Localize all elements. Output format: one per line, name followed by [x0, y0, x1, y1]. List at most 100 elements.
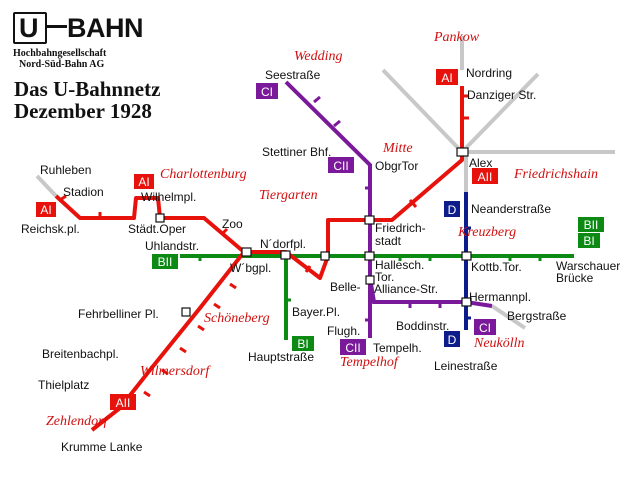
district-pankow: Pankow [433, 30, 480, 45]
planned-line-northwest [381, 68, 464, 154]
district-mitte: Mitte [382, 141, 413, 156]
svg-text:CII: CII [333, 159, 348, 173]
logo-u-box: U [13, 12, 47, 44]
badge-ai-pankow: AI [436, 69, 458, 85]
interchange-alex [456, 147, 469, 157]
station-wilhelmpl: Wilhelmpl. [141, 190, 196, 204]
station-labels: Ruhleben Stadion Reichsk.pl. Wilhelmpl. … [21, 66, 620, 454]
planned-lines [35, 36, 615, 330]
district-labels: Wedding Pankow Mitte Friedrichshain Char… [46, 30, 598, 429]
station-belle-2: Alliance-Str. [374, 282, 438, 296]
station-bergstrasse: Bergstraße [507, 309, 567, 323]
station-belle-1: Belle- [330, 280, 361, 294]
svg-text:BI: BI [583, 234, 594, 248]
station-friedrichstadt-1: Friedrich- [375, 221, 426, 235]
svg-text:BII: BII [158, 255, 173, 269]
badge-aii-alex: AII [472, 168, 498, 184]
interchange-stations [155, 147, 472, 317]
badge-bi-south: BI [292, 336, 314, 351]
station-fehrbelliner: Fehrbelliner Pl. [78, 307, 159, 321]
station-breitenbach: Breitenbachpl. [42, 347, 119, 361]
badge-bii-east: BII [578, 217, 604, 232]
station-hermannpl: Hermannpl. [469, 290, 531, 304]
planned-line-northeast [460, 72, 540, 154]
line-badges: AI AII AI AI AII CI CII CII CI D D BII B… [36, 69, 604, 410]
badge-bii-west: BII [152, 254, 178, 269]
station-ruhleben: Ruhleben [40, 163, 91, 177]
map-title: Das U-Bahnnetz Dezember 1928 [14, 77, 161, 123]
interchange-friedrichstadt [364, 215, 375, 225]
station-reichskpl: Reichsk.pl. [21, 222, 80, 236]
station-stadtoper: Städt.Oper [128, 222, 186, 236]
svg-text:AII: AII [116, 396, 131, 410]
station-danziger: Danziger Str. [467, 88, 536, 102]
station-ticks [59, 94, 542, 398]
svg-text:D: D [448, 203, 457, 217]
svg-text:AI: AI [138, 175, 149, 189]
station-wbgpl: W´bgpl. [230, 261, 271, 275]
station-warschauer-1: Warschauer [556, 259, 620, 273]
badge-ai-charlottenburg: AI [134, 174, 154, 189]
station-hallesch-2: Tor. [375, 270, 394, 284]
district-charlottenburg: Charlottenburg [160, 167, 247, 182]
station-ndorfpl: N´dorfpl. [260, 237, 306, 251]
district-zehlendorf: Zehlendorf [46, 414, 110, 429]
station-tempelh: Tempelh. [373, 341, 422, 355]
planned-line-ruhleben [35, 174, 58, 198]
station-neander: Neanderstraße [471, 202, 551, 216]
interchange-belle [365, 275, 375, 285]
station-stadion: Stadion [63, 185, 104, 199]
badge-aii-zehlendorf: AII [110, 394, 136, 410]
badge-d-south: D [444, 331, 460, 347]
planned-line-southeast [490, 304, 527, 330]
badge-cii-tempelhof: CII [340, 339, 366, 355]
logo-wordmark: BAHN [67, 13, 144, 43]
line-a [54, 86, 464, 432]
district-wilmersdorf: Wilmersdorf [140, 364, 211, 379]
station-hallesch-1: Hallesch. [375, 258, 424, 272]
svg-text:D: D [448, 333, 457, 347]
station-zoo: Zoo [222, 217, 243, 231]
svg-text:AI: AI [40, 203, 51, 217]
svg-text:BII: BII [584, 218, 599, 232]
interchange-wbgpl [241, 247, 252, 257]
interchange-fehrbelliner [181, 307, 191, 317]
station-boddinstr: Boddinstr. [396, 319, 449, 333]
station-alex: Alex [469, 156, 492, 170]
svg-text:AI: AI [441, 71, 452, 85]
svg-text:BI: BI [297, 337, 308, 351]
district-wedding: Wedding [294, 49, 342, 64]
badge-d-north: D [444, 201, 460, 217]
station-nordring: Nordring [466, 66, 512, 80]
district-neukoelln: Neukölln [473, 336, 525, 351]
u-bahn-logo: U BAHN [13, 12, 156, 44]
badge-bi-east: BI [578, 233, 600, 248]
station-hauptstrasse: Hauptstraße [248, 350, 314, 364]
station-flugh: Flugh. [327, 324, 360, 338]
station-friedrichstadt-2: stadt [375, 234, 402, 248]
interchange-hallesch [364, 251, 375, 261]
badge-ci-neukoelln: CI [474, 319, 496, 335]
svg-text:CI: CI [261, 85, 273, 99]
district-tiergarten: Tiergarten [259, 188, 318, 203]
district-schoeneberg: Schöneberg [204, 311, 270, 326]
interchange-uhland-b [320, 251, 330, 261]
badge-ai-ruhleben: AI [36, 202, 56, 217]
station-leinestrasse: Leinestraße [434, 359, 498, 373]
station-bayerpl: Bayer.Pl. [292, 305, 340, 319]
station-krummelanke: Krumme Lanke [61, 440, 143, 454]
station-kottb: Kottb.Tor. [471, 260, 522, 274]
interchange-ndorfpl [280, 250, 291, 260]
district-tempelhof: Tempelhof [340, 355, 400, 370]
station-seestrasse: Seestraße [265, 68, 321, 82]
interchange-kottb [461, 251, 472, 261]
district-friedrichshain: Friedrichshain [513, 167, 598, 182]
svg-text:AII: AII [478, 170, 493, 184]
station-thielplatz: Thielplatz [38, 378, 89, 392]
district-kreuzberg: Kreuzberg [457, 225, 516, 240]
badge-cii-wedding: CII [328, 157, 354, 173]
interchange-stadtoper [155, 213, 165, 223]
station-warschauer-2: Brücke [556, 271, 594, 285]
svg-text:CII: CII [345, 341, 360, 355]
